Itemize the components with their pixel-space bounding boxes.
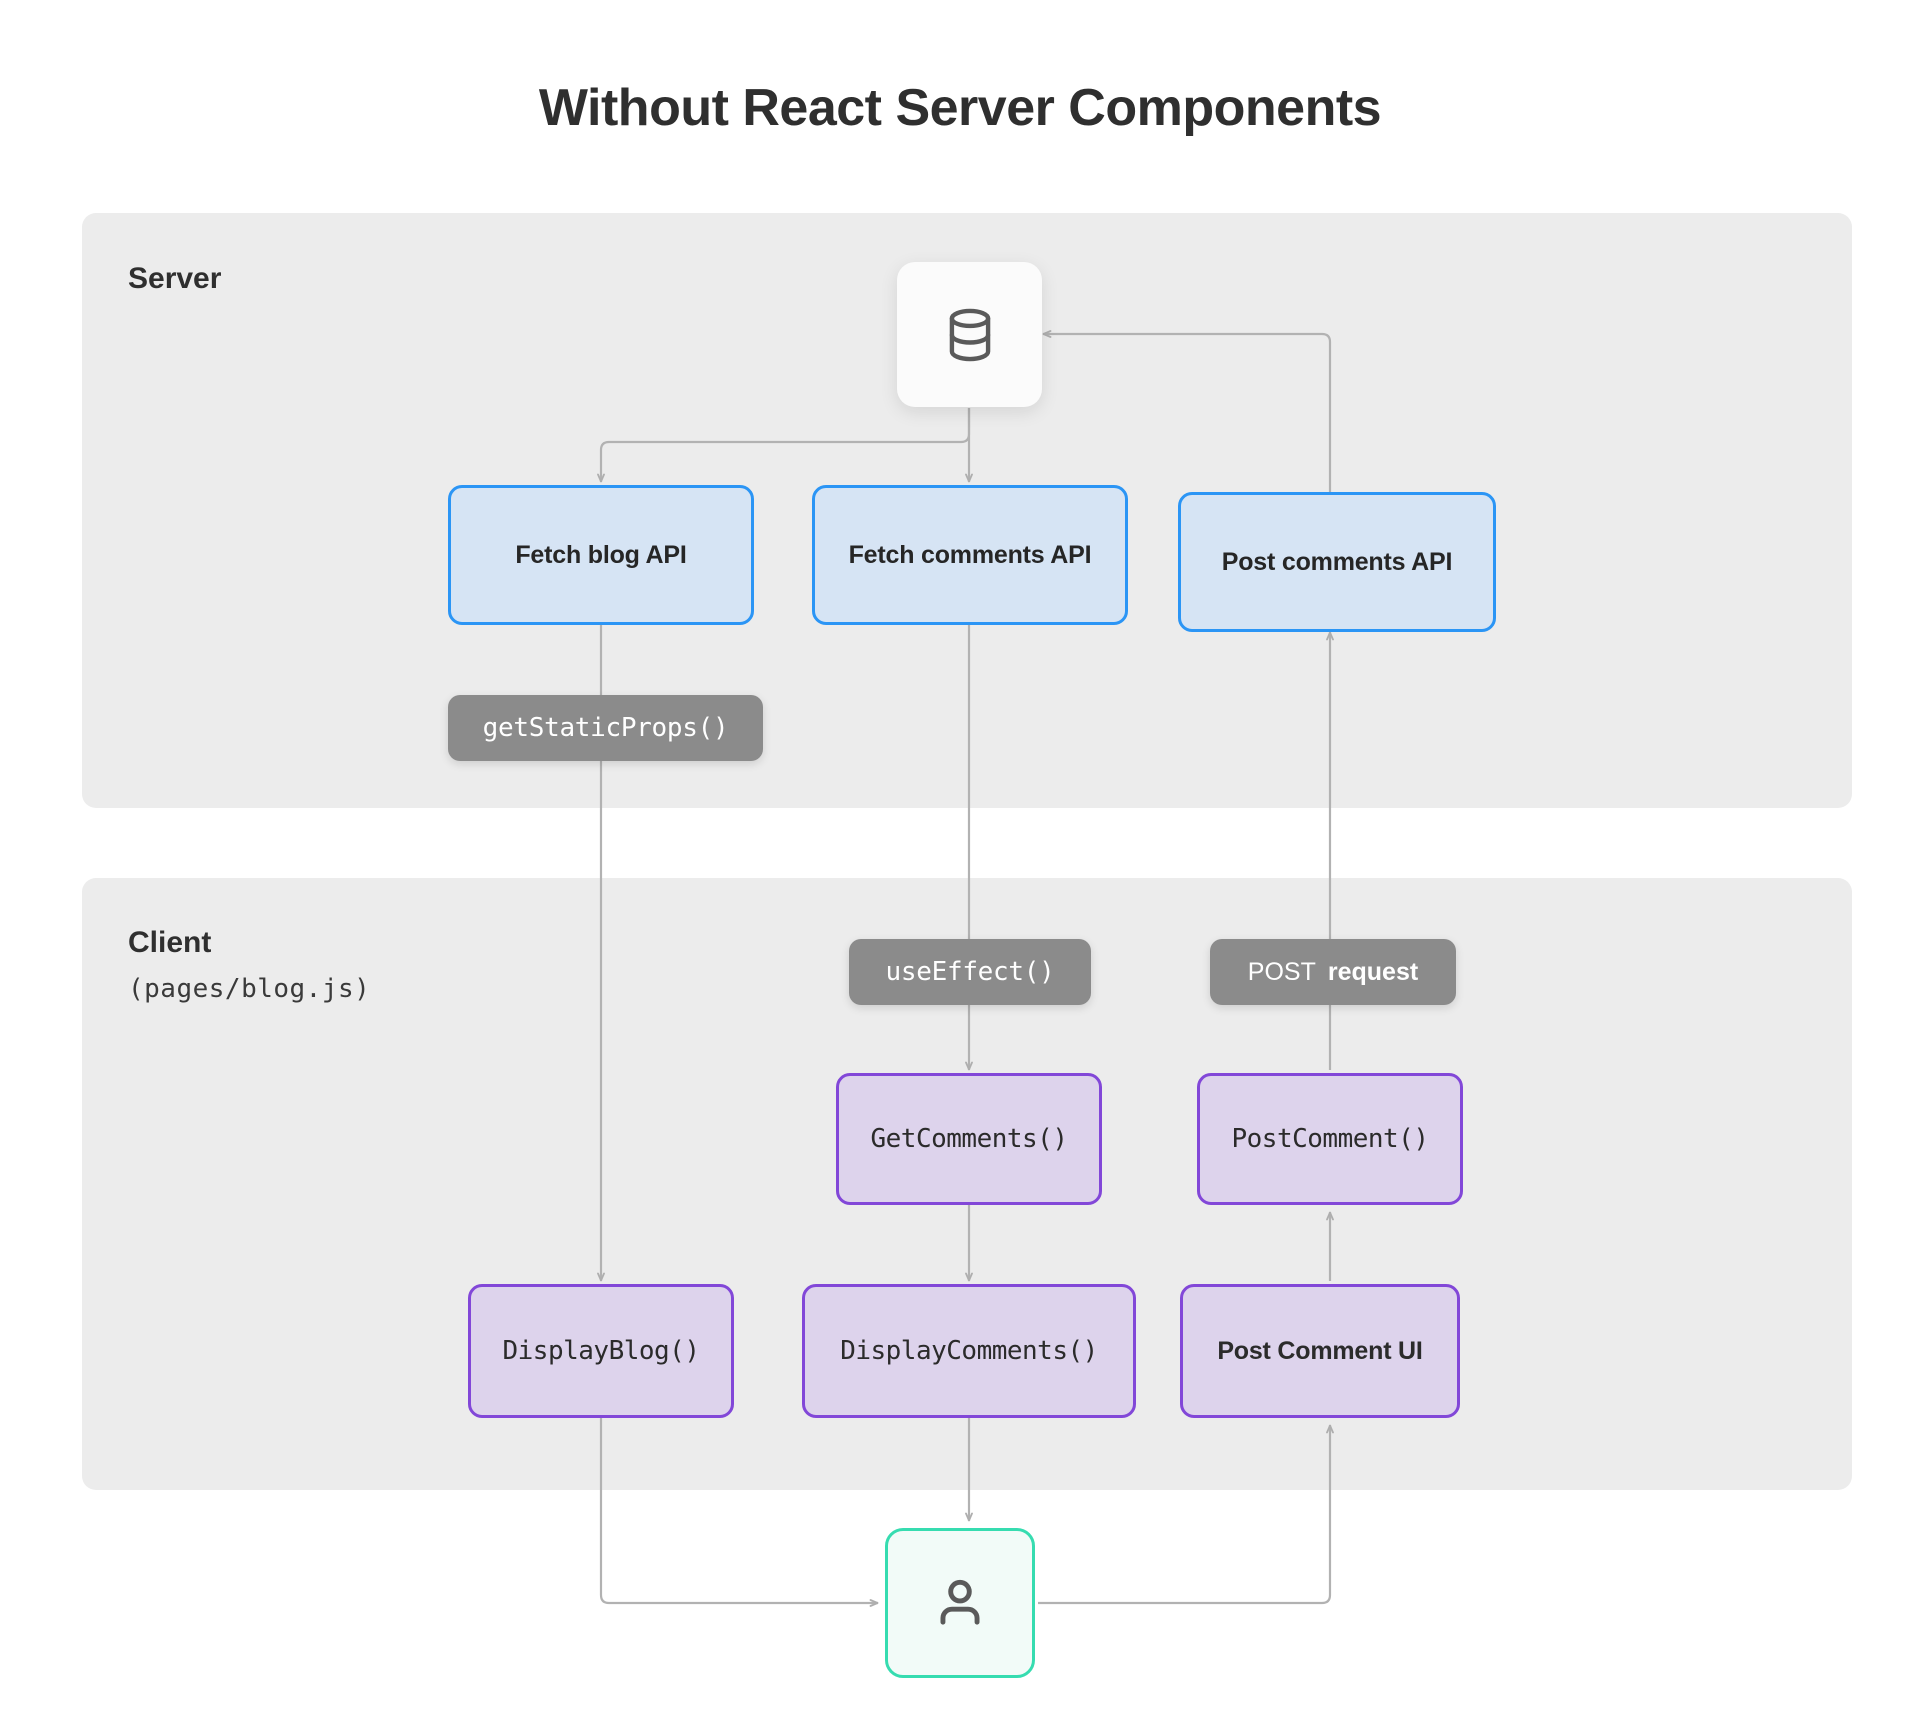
node-label: DisplayBlog() [502,1336,701,1366]
node-fetch-blog-api[interactable]: Fetch blog API [448,485,754,625]
pill-text-suffix: request [1327,957,1419,986]
edge-label-get-static-props: getStaticProps() [448,695,763,761]
node-label: PostComment() [1231,1124,1430,1154]
node-display-blog[interactable]: DisplayBlog() [468,1284,734,1418]
node-label: Fetch blog API [515,540,687,569]
node-label: Post comments API [1221,547,1453,576]
pill-text: useEffect() [885,957,1055,987]
node-label: GetComments() [870,1124,1069,1154]
user-node[interactable] [885,1528,1035,1678]
node-post-comment-ui[interactable]: Post Comment UI [1180,1284,1460,1418]
node-label: DisplayComments() [840,1336,1098,1366]
pill-text: getStaticProps() [482,713,729,743]
user-icon [940,1579,980,1625]
node-display-comments[interactable]: DisplayComments() [802,1284,1136,1418]
pill-text-prefix: POST [1247,957,1316,986]
client-panel-sublabel: (pages/blog.js) [128,974,371,1004]
node-label: Fetch comments API [848,540,1092,569]
node-post-comments-api[interactable]: Post comments API [1178,492,1496,632]
client-panel-label: Client [128,926,212,959]
database-node[interactable] [897,262,1042,407]
node-label: Post Comment UI [1217,1336,1423,1365]
server-panel-label: Server [128,262,222,295]
node-fetch-comments-api[interactable]: Fetch comments API [812,485,1128,625]
edge-label-use-effect: useEffect() [849,939,1091,1005]
page-title: Without React Server Components [538,79,1382,137]
database-icon [949,308,990,361]
edge-label-post-request: POST request [1210,939,1456,1005]
node-post-comment[interactable]: PostComment() [1197,1073,1463,1205]
node-get-comments[interactable]: GetComments() [836,1073,1102,1205]
